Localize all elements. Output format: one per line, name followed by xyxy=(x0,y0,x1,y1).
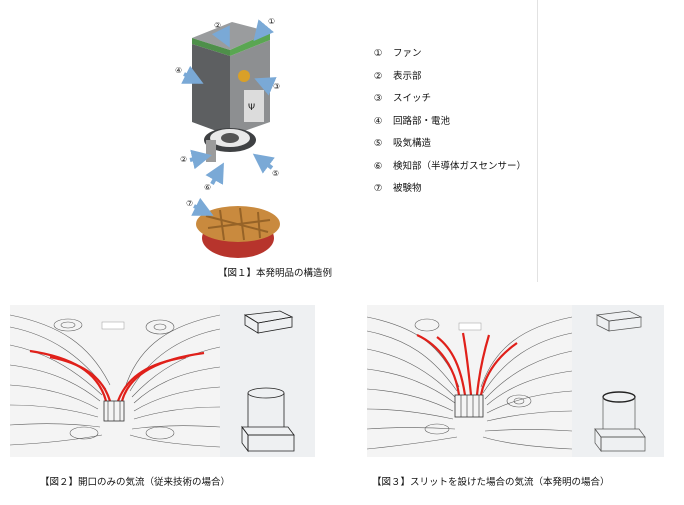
figure-2-caption: 【図２】開口のみの気流（従来技術の場合） xyxy=(40,477,231,488)
callout-8: ⑦ xyxy=(186,199,193,208)
divider-line xyxy=(537,0,538,282)
figure-2-airflow xyxy=(10,305,315,457)
svg-text:Ψ: Ψ xyxy=(248,103,255,113)
callout-6: ⑤ xyxy=(272,169,279,178)
callout-5: ② xyxy=(180,155,187,164)
callout-3: ④ xyxy=(175,66,182,75)
callout-2: ① xyxy=(268,17,275,26)
figure-3-caption: 【図３】スリットを設けた場合の気流（本発明の場合） xyxy=(372,477,610,488)
figure-3-airflow xyxy=(367,305,664,457)
callout-4: ③ xyxy=(273,82,280,91)
callout-7: ⑥ xyxy=(204,183,211,192)
callout-1: ② xyxy=(214,21,221,30)
figure-1-caption: 【図１】本発明品の構造例 xyxy=(218,268,333,279)
device-illustration: Ψ ② ① ④ ③ ② ⑤ ⑥ ⑦ xyxy=(175,17,280,258)
